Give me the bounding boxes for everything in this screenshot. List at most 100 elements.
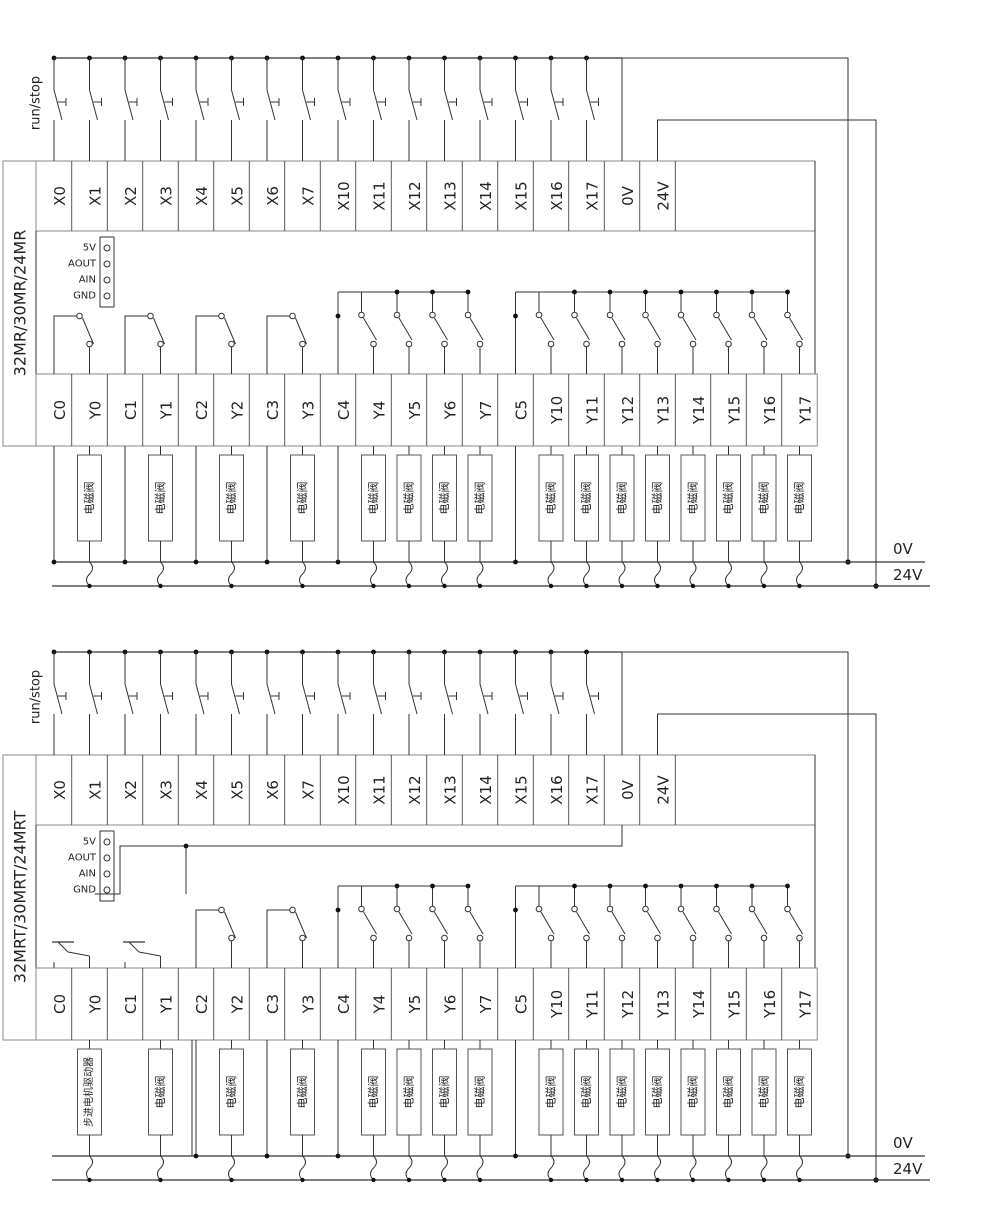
output-terminal-Y1: Y1 [158, 995, 176, 1015]
contact-terminal [713, 905, 720, 913]
contact-blade [295, 317, 307, 345]
output-terminal-Y0: Y0 [87, 401, 105, 421]
solenoid-valve-label: 电磁阀 [437, 1076, 451, 1109]
junction-dot [51, 559, 57, 565]
model-label: 32MR/30MR/24MR [11, 230, 30, 377]
solenoid-valve-label: 电磁阀 [224, 482, 238, 515]
solenoid-valve-box [219, 1048, 244, 1136]
load-Y14: 电磁阀 [680, 1040, 706, 1183]
solenoid-valve-label: 电磁阀 [366, 482, 380, 515]
switch-blade [195, 89, 205, 121]
solenoid-valve-box [751, 1048, 777, 1136]
input-terminal-0V: 0V [619, 779, 637, 800]
load-Y11: 电磁阀 [574, 1040, 599, 1183]
junction-dot [584, 1177, 589, 1183]
contact-blade [576, 911, 590, 935]
solenoid-valve-box [680, 1048, 706, 1136]
load-Y0: 电磁阀 [77, 446, 102, 589]
crossover-hop [86, 1155, 93, 1181]
output-contact-Y3 [266, 312, 307, 374]
contact-terminal [147, 312, 154, 320]
transistor-emitter [128, 941, 140, 953]
contact-blade [789, 317, 803, 341]
input-switch-X11 [373, 652, 386, 755]
solenoid-valve-label: 电磁阀 [544, 1076, 558, 1109]
contact-terminal [393, 311, 401, 319]
contact-terminal [784, 905, 791, 913]
switch-blade [550, 89, 560, 121]
crossover-hop [760, 561, 768, 587]
crossover-hop [583, 561, 590, 587]
contact-terminal [535, 905, 543, 913]
contact-blade [647, 317, 661, 341]
input-switch-X13 [444, 652, 457, 755]
contact-terminal [535, 311, 543, 319]
wire-0v-feed [622, 651, 849, 1156]
crossover-hop [583, 1155, 590, 1181]
crossover-hop [725, 1155, 732, 1181]
output-terminal-Y6: Y6 [442, 401, 460, 421]
solenoid-valve-label: 电磁阀 [579, 482, 593, 515]
input-terminal-X0: X0 [51, 186, 69, 206]
input-switch-X15 [515, 652, 528, 755]
contact-terminal [370, 934, 377, 942]
contact-terminal [157, 340, 164, 348]
wire-0v-feed [622, 57, 849, 562]
load-Y10: 电磁阀 [538, 1040, 564, 1183]
junction-dot [371, 583, 376, 589]
junction-dot [690, 1177, 696, 1183]
input-switch-X15 [515, 58, 528, 161]
contact-terminal [299, 934, 306, 942]
junction-dot [335, 907, 341, 913]
analog-pin-5v: 5V [83, 837, 96, 848]
input-terminal-X11: X11 [371, 181, 389, 210]
output-terminal-Y2: Y2 [229, 401, 247, 421]
junction-dot [122, 559, 128, 565]
input-switch-X7 [302, 652, 315, 755]
junction-dot [785, 289, 790, 295]
input-switch-X10 [337, 58, 351, 161]
junction-dot [264, 1153, 270, 1159]
contact-blade [224, 911, 236, 939]
crossover-hop [725, 561, 732, 587]
wire-0v-to-transistor [94, 825, 623, 895]
input-terminal-X15: X15 [513, 775, 531, 804]
contact-terminal [218, 312, 225, 320]
common-lead [124, 315, 149, 374]
analog-pin-block [99, 236, 115, 308]
contact-terminal [218, 906, 225, 914]
switch-blade [302, 89, 311, 121]
output-terminal-Y17: Y17 [797, 396, 815, 425]
junction-dot [761, 1177, 767, 1183]
crossover-hop [547, 561, 555, 587]
junction-dot [797, 1177, 802, 1183]
solenoid-valve-box [148, 1048, 173, 1136]
input-terminal-strip [35, 160, 816, 232]
contact-terminal [441, 934, 448, 942]
switch-blade [53, 683, 63, 715]
crossover-hop [760, 1155, 768, 1181]
input-terminal-X10: X10 [335, 775, 353, 804]
contact-terminal [618, 340, 626, 348]
solenoid-valve-box [219, 454, 244, 542]
solenoid-valve-label: 电磁阀 [686, 482, 700, 515]
junction-dot [158, 583, 163, 589]
contact-blade [718, 317, 732, 341]
contact-blade [434, 317, 448, 341]
contact-terminal [677, 905, 685, 913]
output-contact-Y1 [124, 312, 165, 374]
output-group-C4 [335, 883, 484, 968]
output-terminal-Y7: Y7 [477, 995, 495, 1015]
load-Y7: 电磁阀 [467, 446, 493, 589]
solenoid-valve-box [538, 1048, 564, 1136]
output-terminal-Y11: Y11 [584, 396, 602, 425]
input-terminal-X15: X15 [513, 181, 531, 210]
junction-dot [619, 1177, 625, 1183]
contact-terminal [299, 340, 306, 348]
switch-blade [231, 89, 240, 121]
contact-terminal [103, 292, 111, 300]
input-terminal-X14: X14 [477, 181, 495, 210]
input-terminal-X10: X10 [335, 181, 353, 210]
solenoid-valve-label: 电磁阀 [402, 1076, 416, 1109]
input-switch-X5 [231, 652, 244, 755]
